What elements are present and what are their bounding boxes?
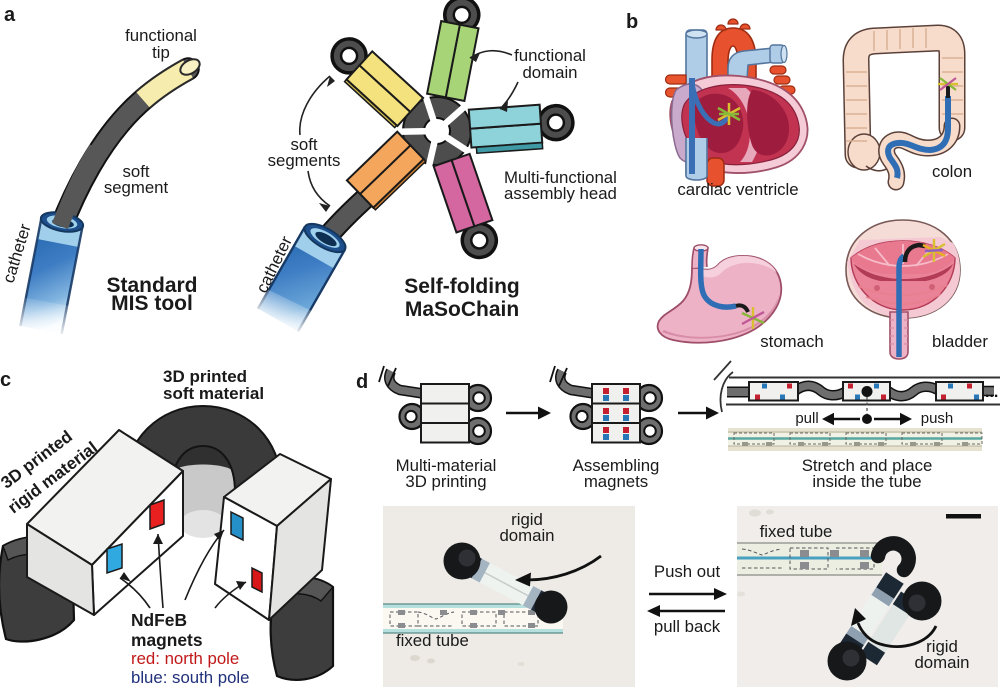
svg-text:Multi-material: Multi-material bbox=[396, 456, 497, 475]
svg-text:c: c bbox=[0, 369, 11, 391]
svg-text:red: north pole: red: north pole bbox=[131, 649, 239, 668]
svg-text:MaSoChain: MaSoChain bbox=[405, 298, 519, 321]
svg-text:Push out: Push out bbox=[654, 562, 721, 581]
svg-text:soft: soft bbox=[290, 135, 317, 154]
svg-text:fixed tube: fixed tube bbox=[396, 631, 469, 650]
svg-text:Multi-functional: Multi-functional bbox=[504, 168, 617, 187]
svg-text:...: ... bbox=[985, 384, 998, 401]
svg-text:d: d bbox=[356, 371, 368, 393]
svg-text:Self-folding: Self-folding bbox=[404, 275, 519, 298]
svg-text:magnets: magnets bbox=[131, 630, 203, 650]
svg-text:functional: functional bbox=[125, 26, 197, 45]
svg-text:segment: segment bbox=[104, 178, 169, 197]
svg-text:b: b bbox=[626, 11, 638, 33]
svg-text:inside the tube: inside the tube bbox=[812, 472, 921, 491]
svg-text:colon: colon bbox=[932, 162, 972, 181]
svg-text:tip: tip bbox=[152, 43, 170, 62]
svg-text:domain: domain bbox=[499, 526, 554, 545]
svg-text:stomach: stomach bbox=[760, 332, 823, 351]
svg-text:rigid: rigid bbox=[926, 637, 958, 656]
svg-text:blue: south pole: blue: south pole bbox=[131, 668, 250, 687]
svg-text:a: a bbox=[4, 4, 16, 26]
svg-text:domain: domain bbox=[522, 63, 577, 82]
svg-text:3D printed: 3D printed bbox=[163, 367, 247, 386]
svg-text:pull back: pull back bbox=[654, 617, 721, 636]
svg-text:magnets: magnets bbox=[584, 472, 648, 491]
svg-text:domain: domain bbox=[914, 653, 969, 672]
svg-text:Standard: Standard bbox=[106, 274, 197, 297]
svg-text:rigid: rigid bbox=[511, 510, 543, 529]
svg-text:cardiac ventricle: cardiac ventricle bbox=[677, 180, 798, 199]
svg-text:MIS tool: MIS tool bbox=[111, 292, 193, 315]
svg-text:fixed tube: fixed tube bbox=[760, 522, 833, 541]
svg-text:segments: segments bbox=[268, 151, 341, 170]
svg-text:Stretch and place: Stretch and place bbox=[802, 456, 933, 475]
svg-text:functional: functional bbox=[514, 46, 586, 65]
svg-text:pull: pull bbox=[795, 410, 818, 427]
svg-text:soft: soft bbox=[122, 162, 149, 181]
svg-text:Assembling: Assembling bbox=[573, 456, 660, 475]
svg-text:NdFeB: NdFeB bbox=[131, 610, 187, 630]
svg-text:3D printing: 3D printing bbox=[405, 472, 486, 491]
svg-text:soft material: soft material bbox=[163, 384, 264, 403]
svg-text:push: push bbox=[921, 410, 954, 427]
svg-text:assembly head: assembly head bbox=[504, 184, 617, 203]
svg-text:bladder: bladder bbox=[932, 332, 988, 351]
